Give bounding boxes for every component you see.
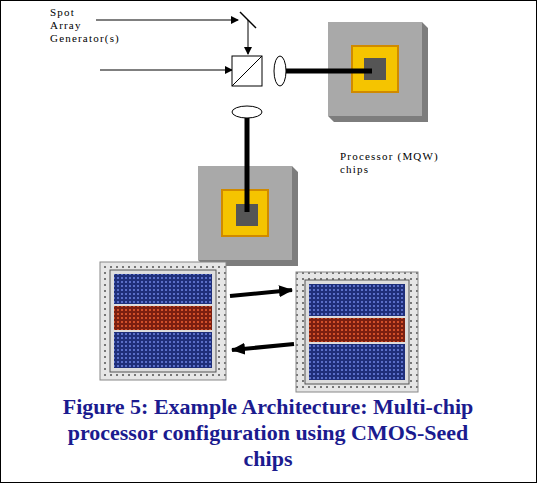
chip-label: Processor (MQW) chips	[340, 150, 452, 176]
reflected-beam	[248, 20, 249, 54]
source-label: Spot Array Generator(s)	[50, 6, 140, 45]
beam-splitter	[232, 56, 262, 86]
cmos-seed-chip	[296, 272, 418, 392]
figure-caption: Figure 5: Example Architecture: Multi-ch…	[58, 394, 478, 472]
cmos-seed-chip	[100, 262, 226, 380]
beam	[245, 118, 250, 212]
data-arrow	[232, 344, 294, 350]
beam	[286, 69, 372, 74]
lens	[274, 56, 286, 86]
lens	[232, 106, 262, 118]
data-arrow	[230, 290, 292, 296]
input-beam	[96, 20, 238, 21]
input-beam	[100, 70, 232, 71]
beam-splitter	[232, 56, 262, 86]
